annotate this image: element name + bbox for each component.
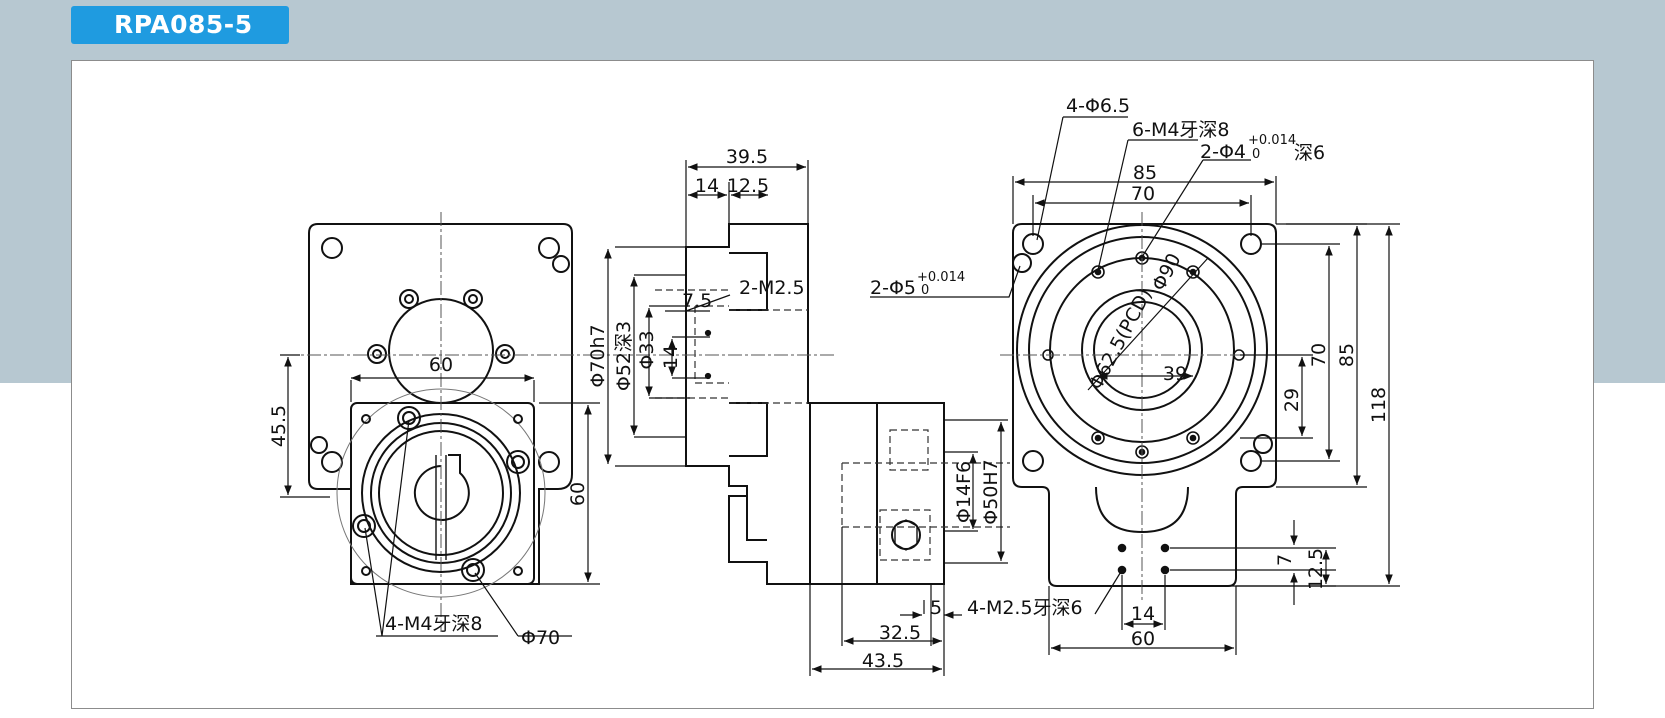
rear-dim-14: 14 [1131, 603, 1155, 625]
front-label-pcd: Φ70 [521, 627, 560, 649]
rear-dim-118: 118 [1368, 387, 1390, 423]
rear-tol-2-d5-upper: +0.014 [917, 270, 965, 285]
rear-label-4-d6-5: 4-Φ6.5 [1066, 95, 1130, 117]
side-view-dimensions [604, 160, 1008, 676]
rear-view [1012, 223, 1277, 587]
model-tab[interactable]: RPA085-5 [71, 6, 289, 44]
rear-dim-39: 39 [1163, 363, 1187, 385]
rear-dim-70-top: 70 [1131, 183, 1155, 205]
rear-label-2-d4-depth: 深6 [1294, 142, 1325, 164]
side-dim-39-5: 39.5 [726, 146, 768, 168]
side-dim-d52: Φ52深3 [613, 321, 635, 391]
side-dim-12-5: 12.5 [727, 175, 769, 197]
front-view-centerlines [284, 212, 592, 632]
side-label-m2-5: 2-M2.5 [739, 277, 805, 299]
rear-label-2-d4: 2-Φ4 [1200, 141, 1246, 163]
side-dim-14: 14 [695, 175, 719, 197]
side-dim-32-5: 32.5 [879, 622, 921, 644]
rear-dim-70-right: 70 [1308, 343, 1330, 367]
side-dim-7-5: 7.5 [682, 290, 712, 312]
side-dim-d14f6: Φ14F6 [953, 461, 975, 523]
front-dim-60-right: 60 [567, 482, 589, 506]
rear-tol-2-d4-lower: 0 [1252, 147, 1260, 162]
side-view-hidden-lines [655, 289, 1010, 561]
side-dim-d33: Φ33 [636, 330, 658, 369]
side-dim-d70h7: Φ70h7 [587, 324, 609, 387]
rear-dim-60: 60 [1131, 628, 1155, 650]
rear-dim-29: 29 [1281, 388, 1303, 412]
rear-label-2-d5: 2-Φ5 [870, 277, 916, 299]
rear-label-6-m4: 6-M4牙深8 [1132, 119, 1230, 141]
rear-dim-7: 7 [1274, 554, 1296, 566]
front-dim-45-5: 45.5 [268, 405, 290, 447]
front-dim-60-top: 60 [429, 354, 453, 376]
front-view-dimensions [280, 354, 600, 637]
rear-dim-85-right: 85 [1336, 343, 1358, 367]
rear-tol-2-d4-upper: +0.014 [1248, 133, 1296, 148]
side-label-m2-5-depth: 4-M2.5牙深6 [967, 597, 1083, 619]
side-view [685, 223, 945, 585]
rear-tol-2-d5-lower: 0 [921, 283, 929, 298]
side-dim-14-vert: 14 [660, 345, 682, 369]
rear-dim-85-top: 85 [1133, 162, 1157, 184]
side-dim-43-5: 43.5 [862, 650, 904, 672]
front-label-tapped-holes: 4-M4牙深8 [385, 613, 483, 635]
side-dim-5: 5 [930, 597, 942, 619]
rear-dim-12-5: 12.5 [1305, 548, 1327, 590]
rear-view-dimensions [870, 116, 1400, 655]
side-dim-d50h7: Φ50H7 [980, 459, 1002, 525]
rear-dim-d90: Φ90 [1148, 250, 1186, 295]
drawing-frame [71, 60, 1594, 709]
